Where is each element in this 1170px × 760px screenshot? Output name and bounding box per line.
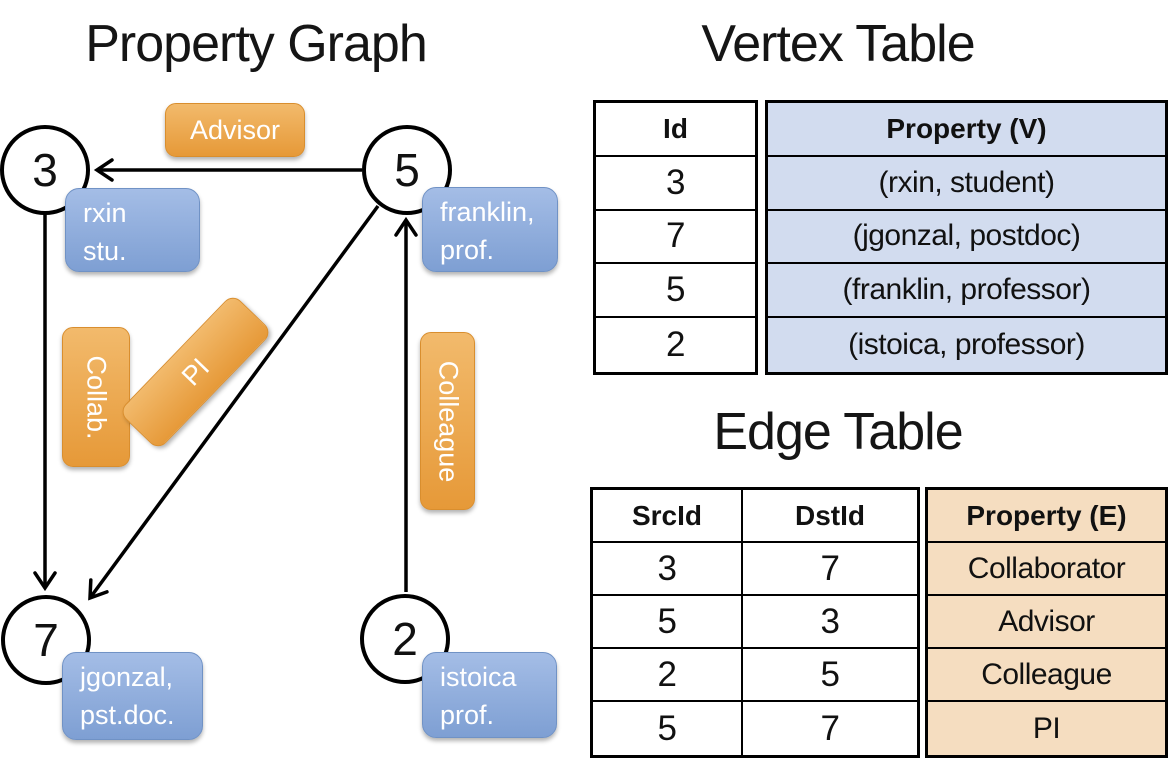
property-graph-title: Property Graph — [85, 15, 428, 73]
vertex-table-id-cell: 5 — [596, 264, 755, 319]
edge-table-src-cell: 2 — [593, 649, 743, 702]
edge-table-header-dstid: DstId — [743, 490, 917, 543]
edge-table-src-cell: 5 — [593, 596, 743, 649]
vertex-table-header-id: Id — [596, 103, 755, 157]
vertex-label-line2: stu. — [83, 236, 127, 266]
vertex-table-id-cell: 7 — [596, 211, 755, 265]
node-id-label: 7 — [33, 614, 59, 666]
vertex-table-id-cell: 2 — [666, 325, 685, 365]
node-id-label: 3 — [32, 144, 58, 196]
vertex-label-line2: prof. — [440, 235, 495, 265]
vertex-label-line1: jgonzal, — [80, 662, 174, 692]
edge-table-header-srcid: SrcId — [593, 490, 743, 543]
vertex-label-jgonzal: jgonzal, pst.doc. — [62, 652, 203, 740]
edge-table-dst-cell: 7 — [820, 708, 840, 748]
vertex-label-istoica: istoica prof. — [422, 652, 557, 738]
edge-label-advisor: Advisor — [165, 103, 305, 157]
vertex-table-property-cell: (istoica, professor) — [768, 318, 1165, 372]
edge-table-property-column: Property (E) Collaborator Advisor Collea… — [925, 487, 1168, 758]
vertex-label-franklin: franklin, prof. — [422, 187, 558, 272]
vertex-table-property-cell: (jgonzal, postdoc) — [768, 210, 1165, 265]
edge-table-dst-cell: 3 — [743, 596, 917, 649]
vertex-table-property-column: Property (V) (rxin, student) (jgonzal, p… — [765, 100, 1168, 375]
vertex-table-id-column: Id 3 7 5 2 — [593, 100, 758, 375]
edge-label-colleague: Colleague — [420, 332, 475, 510]
edge-label-collab: Collab. — [62, 327, 130, 467]
vertex-label-line1: istoica — [440, 662, 517, 692]
edge-table-dst-cell: 5 — [743, 649, 917, 702]
node-id-label: 5 — [394, 144, 420, 196]
edge-table-property-cell: PI — [928, 702, 1165, 755]
edge-table-title: Edge Table — [713, 403, 963, 461]
vertex-label-line2: prof. — [440, 700, 495, 730]
edge-table-property-cell: Advisor — [928, 596, 1165, 649]
edge-table-src-cell: 3 — [593, 543, 743, 596]
edge-table-dst-cell: 7 — [743, 543, 917, 596]
vertex-label-line1: franklin, — [440, 197, 535, 227]
edge-table-src-cell: 5 — [593, 702, 743, 755]
graph-edges-layer — [33, 158, 418, 601]
vertex-label-line2: pst.doc. — [80, 700, 175, 730]
vertex-table-property-cell: (rxin, student) — [768, 156, 1165, 211]
vertex-table-id-cell: 3 — [596, 157, 755, 211]
vertex-table-header-property: Property (V) — [768, 103, 1165, 157]
edge-pi-arrow-5-to-7 — [88, 204, 380, 601]
edge-table-id-columns: SrcId DstId 3 7 5 3 2 5 5 7 — [590, 487, 920, 758]
edge-table-header-property: Property (E) — [928, 490, 1165, 543]
vertex-table-property-cell: (franklin, professor) — [768, 264, 1165, 319]
vertex-label-rxin: rxin stu. — [65, 188, 200, 272]
graph-node-5: 5 — [362, 125, 452, 215]
node-id-label: 2 — [392, 613, 418, 665]
graph-node-2: 2 — [360, 594, 450, 684]
edge-table-property-cell: Collaborator — [928, 543, 1165, 596]
vertex-label-line1: rxin — [83, 198, 127, 228]
vertex-table-title: Vertex Table — [701, 15, 975, 73]
edge-table-property-cell: Colleague — [928, 649, 1165, 702]
